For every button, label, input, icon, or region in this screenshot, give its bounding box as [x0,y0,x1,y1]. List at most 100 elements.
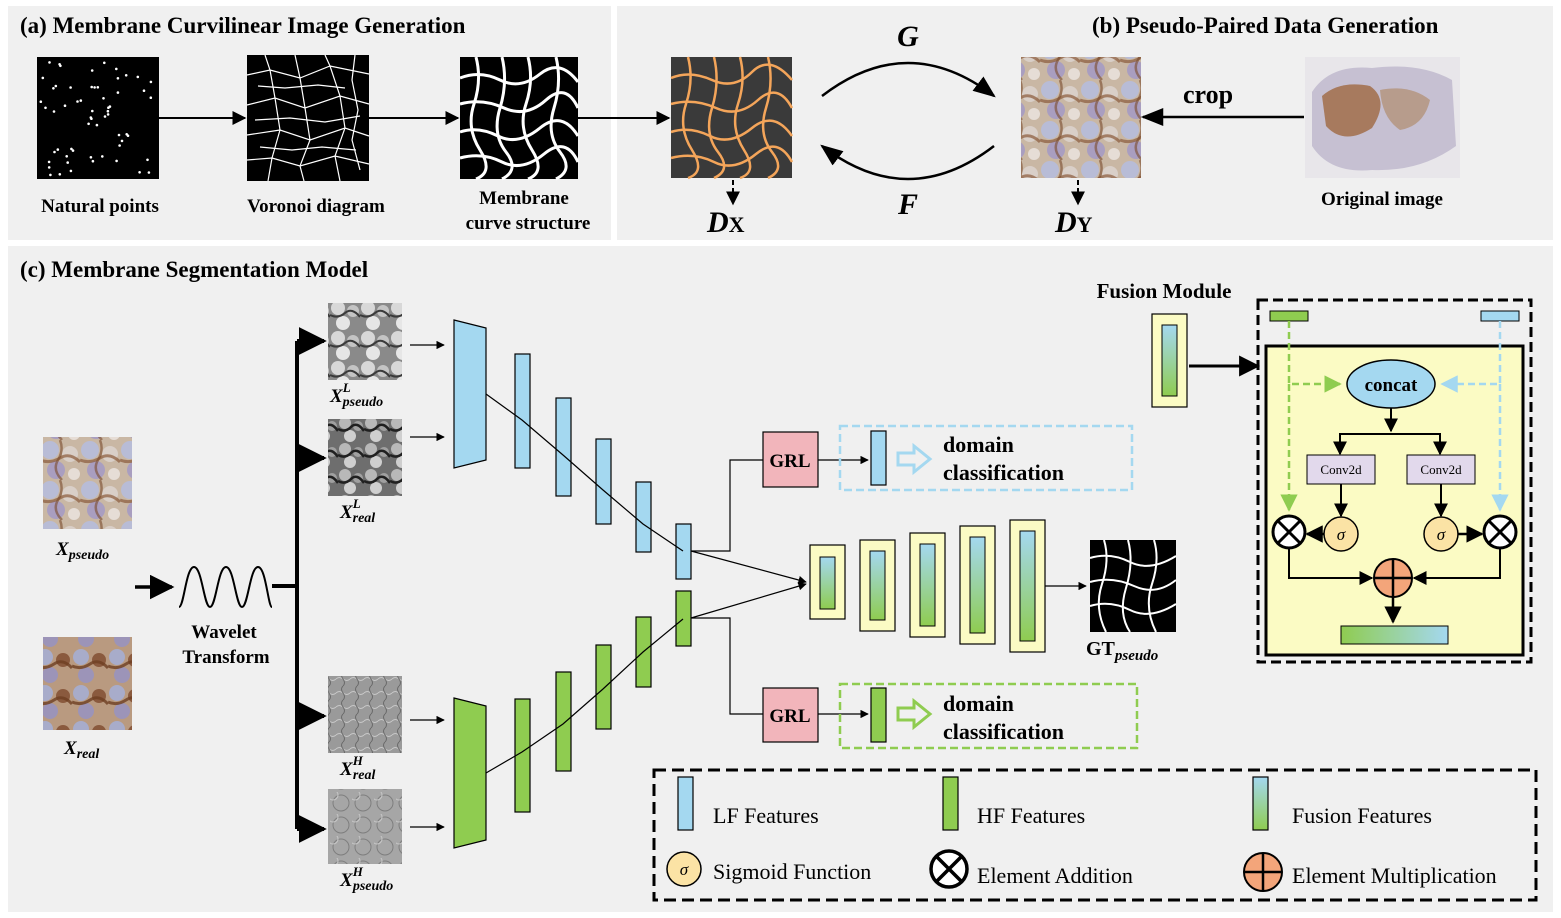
domain-label-top-line2: classification [943,460,1064,485]
natural-point [39,100,43,103]
natural-point [116,91,120,94]
natural-point [95,123,99,127]
hf-feature-2 [555,671,572,772]
natural-point [52,87,55,90]
decoder-fusion-blocks [809,519,1046,653]
discriminator-y-label: DY [1054,206,1093,239]
natural-point [52,110,56,113]
natural-point [106,113,110,116]
lf-feature-1 [514,353,531,469]
legend-box [652,768,1538,902]
natural-point [48,61,51,64]
voronoi-label: Voronoi diagram [247,196,385,217]
xh-real-image [328,676,402,753]
hf-feature-3 [595,644,612,730]
natural-point [142,89,146,92]
xl-pseudo-image [328,303,402,380]
legend-multiplication-label: Element Multiplication [1292,863,1497,888]
membrane-structure-image [459,56,580,181]
natural-point [63,104,67,107]
panel-a-title: (a) Membrane Curvilinear Image Generatio… [20,13,466,38]
grl-label-bottom: GRL [769,706,810,727]
domain-classifier-box-bottom [838,682,1139,750]
natural-point [118,144,121,147]
sigmoid-left-label: σ [1337,525,1346,544]
domain-label-top-line1: domain [943,432,1014,457]
gt-pseudo-label: GTpseudo [1086,638,1158,664]
hollow-arrow-icon-bottom [896,697,933,731]
generator-g-label: G [897,20,919,53]
legend-sigmoid-label: Sigmoid Function [713,859,871,884]
sigmoid-right-label: σ [1437,525,1446,544]
wavelet-label-line2: Transform [182,647,269,668]
natural-point [58,63,61,66]
x-pseudo-image [43,437,132,529]
hf-encoder-block [453,697,487,849]
panel-c-title: (c) Membrane Segmentation Model [20,257,368,282]
lf-feature-2 [555,397,572,497]
natural-point [58,173,62,176]
natural-point [54,84,58,88]
lf-to-decoder-arrow [690,550,807,585]
x-real-label: Xreal [63,738,99,762]
natural-point [102,97,105,100]
original-wsi-image [1305,57,1460,178]
legend-hf-swatch [942,776,959,831]
grl-label-top: GRL [769,451,810,472]
natural-point [115,159,118,163]
mult-left-to-add [1288,548,1374,585]
natural-point [79,99,83,102]
natural-point [89,156,93,159]
natural-point [106,109,110,113]
natural-point [136,75,140,79]
add-icon [1373,558,1413,598]
natural-point [53,150,56,154]
natural-point [120,139,124,143]
domain-lf-feature [870,430,887,486]
natural-point [69,169,73,173]
decoder-feature-3 [919,543,936,627]
natural-point [87,122,90,126]
xh-pseudo-image [328,789,402,864]
legend-sigmoid-icon [666,851,702,887]
conv2d-left [1306,454,1376,485]
natural-point [108,105,112,108]
natural-point [70,147,73,151]
fusion-output-feature [1340,625,1449,645]
natural-point [146,158,149,162]
decoder-feature-4 [969,536,986,634]
natural-point [89,116,93,119]
legend-addition-label: Element Addition [977,863,1133,888]
xl-real-image [328,419,402,496]
natural-point [47,166,51,169]
decoder-feature-1 [819,556,836,610]
domain-hf-feature [870,687,887,743]
membrane-label-line2: curve structure [466,213,591,234]
lf-dashed-to-concat [1440,321,1502,393]
natural-point [116,77,120,80]
legend-sigmoid-symbol: σ [680,860,689,879]
voronoi-image [246,54,370,182]
natural-point [103,115,107,118]
natural-point [93,86,96,89]
natural-point [147,171,151,174]
natural-point [103,61,106,65]
legend-multiplication-icon [1243,852,1283,892]
hf-to-grl-line [691,617,763,715]
legend-addition-icon [929,849,969,889]
generator-f-label: F [897,188,918,221]
natural-point [115,67,118,71]
natural-point [69,86,72,89]
mult-right-to-add [1412,548,1501,585]
stained-y-image [1021,57,1141,178]
natural-point [149,80,153,84]
natural-point [149,96,153,99]
hf-to-decoder-arrow [690,582,807,619]
generator-g-arrow [821,61,996,98]
x-real-image [43,637,132,730]
grl-block-top [762,431,819,488]
natural-point [66,161,69,164]
wavelet-branch-lines [272,341,299,829]
